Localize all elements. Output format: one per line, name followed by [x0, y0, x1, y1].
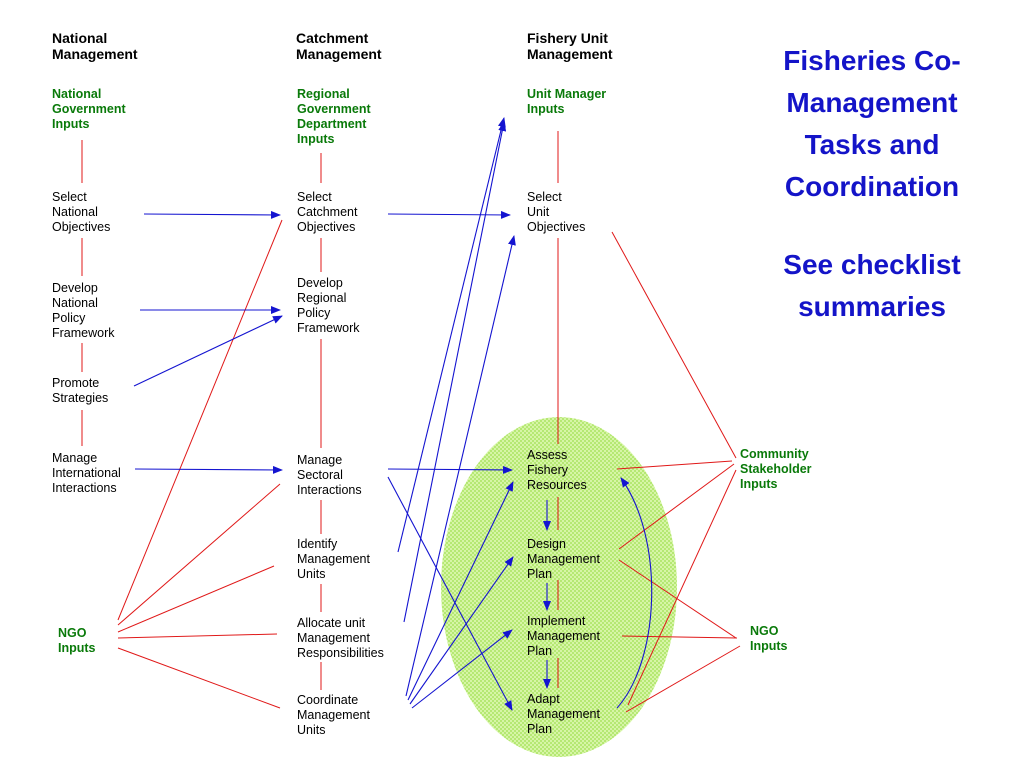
task-identify-management-units: Identify Management Units	[297, 537, 370, 581]
task-allocate-unit-responsibilities: Allocate unit Management Responsibilitie…	[297, 616, 384, 660]
header-catchment-management: Catchment Management	[296, 30, 382, 62]
task-adapt-management-plan: Adapt Management Plan	[527, 692, 600, 736]
red-link-lines	[81, 131, 741, 713]
fishery-unit-ellipse	[441, 417, 677, 757]
header-fishery-unit-management: Fishery Unit Management	[527, 30, 613, 62]
community-stakeholder-inputs: Community Stakeholder Inputs	[740, 447, 812, 491]
ngo-inputs-left: NGO Inputs	[58, 626, 96, 655]
task-select-catchment-objectives: Select Catchment Objectives	[297, 190, 358, 234]
unit-manager-inputs: Unit Manager Inputs	[527, 87, 607, 116]
slide-subtitle: See checklist summaries	[783, 249, 961, 322]
ngo-inputs-right: NGO Inputs	[750, 624, 788, 653]
task-select-national-objectives: Select National Objectives	[52, 190, 111, 234]
task-develop-regional-policy: Develop Regional Policy Framework	[297, 276, 360, 335]
regional-government-inputs: Regional Government Department Inputs	[297, 87, 371, 146]
task-manage-sectoral-interactions: Manage Sectoral Interactions	[297, 453, 362, 497]
blue-coordination-arrows	[133, 117, 653, 711]
task-assess-fishery-resources: Assess Fishery Resources	[527, 448, 587, 492]
task-manage-international-interactions: Manage International Interactions	[52, 451, 121, 495]
header-national-management: National Management	[52, 30, 138, 62]
task-design-management-plan: Design Management Plan	[527, 537, 600, 581]
task-implement-management-plan: Implement Management Plan	[527, 614, 600, 658]
task-select-unit-objectives: Select Unit Objectives	[527, 190, 586, 234]
task-promote-strategies: Promote Strategies	[52, 376, 109, 405]
task-develop-national-policy: Develop National Policy Framework	[52, 281, 115, 340]
slide-title: Fisheries Co- Management Tasks and Coord…	[783, 45, 961, 202]
task-coordinate-management-units: Coordinate Management Units	[297, 693, 370, 737]
national-government-inputs: National Government Inputs	[52, 87, 126, 131]
